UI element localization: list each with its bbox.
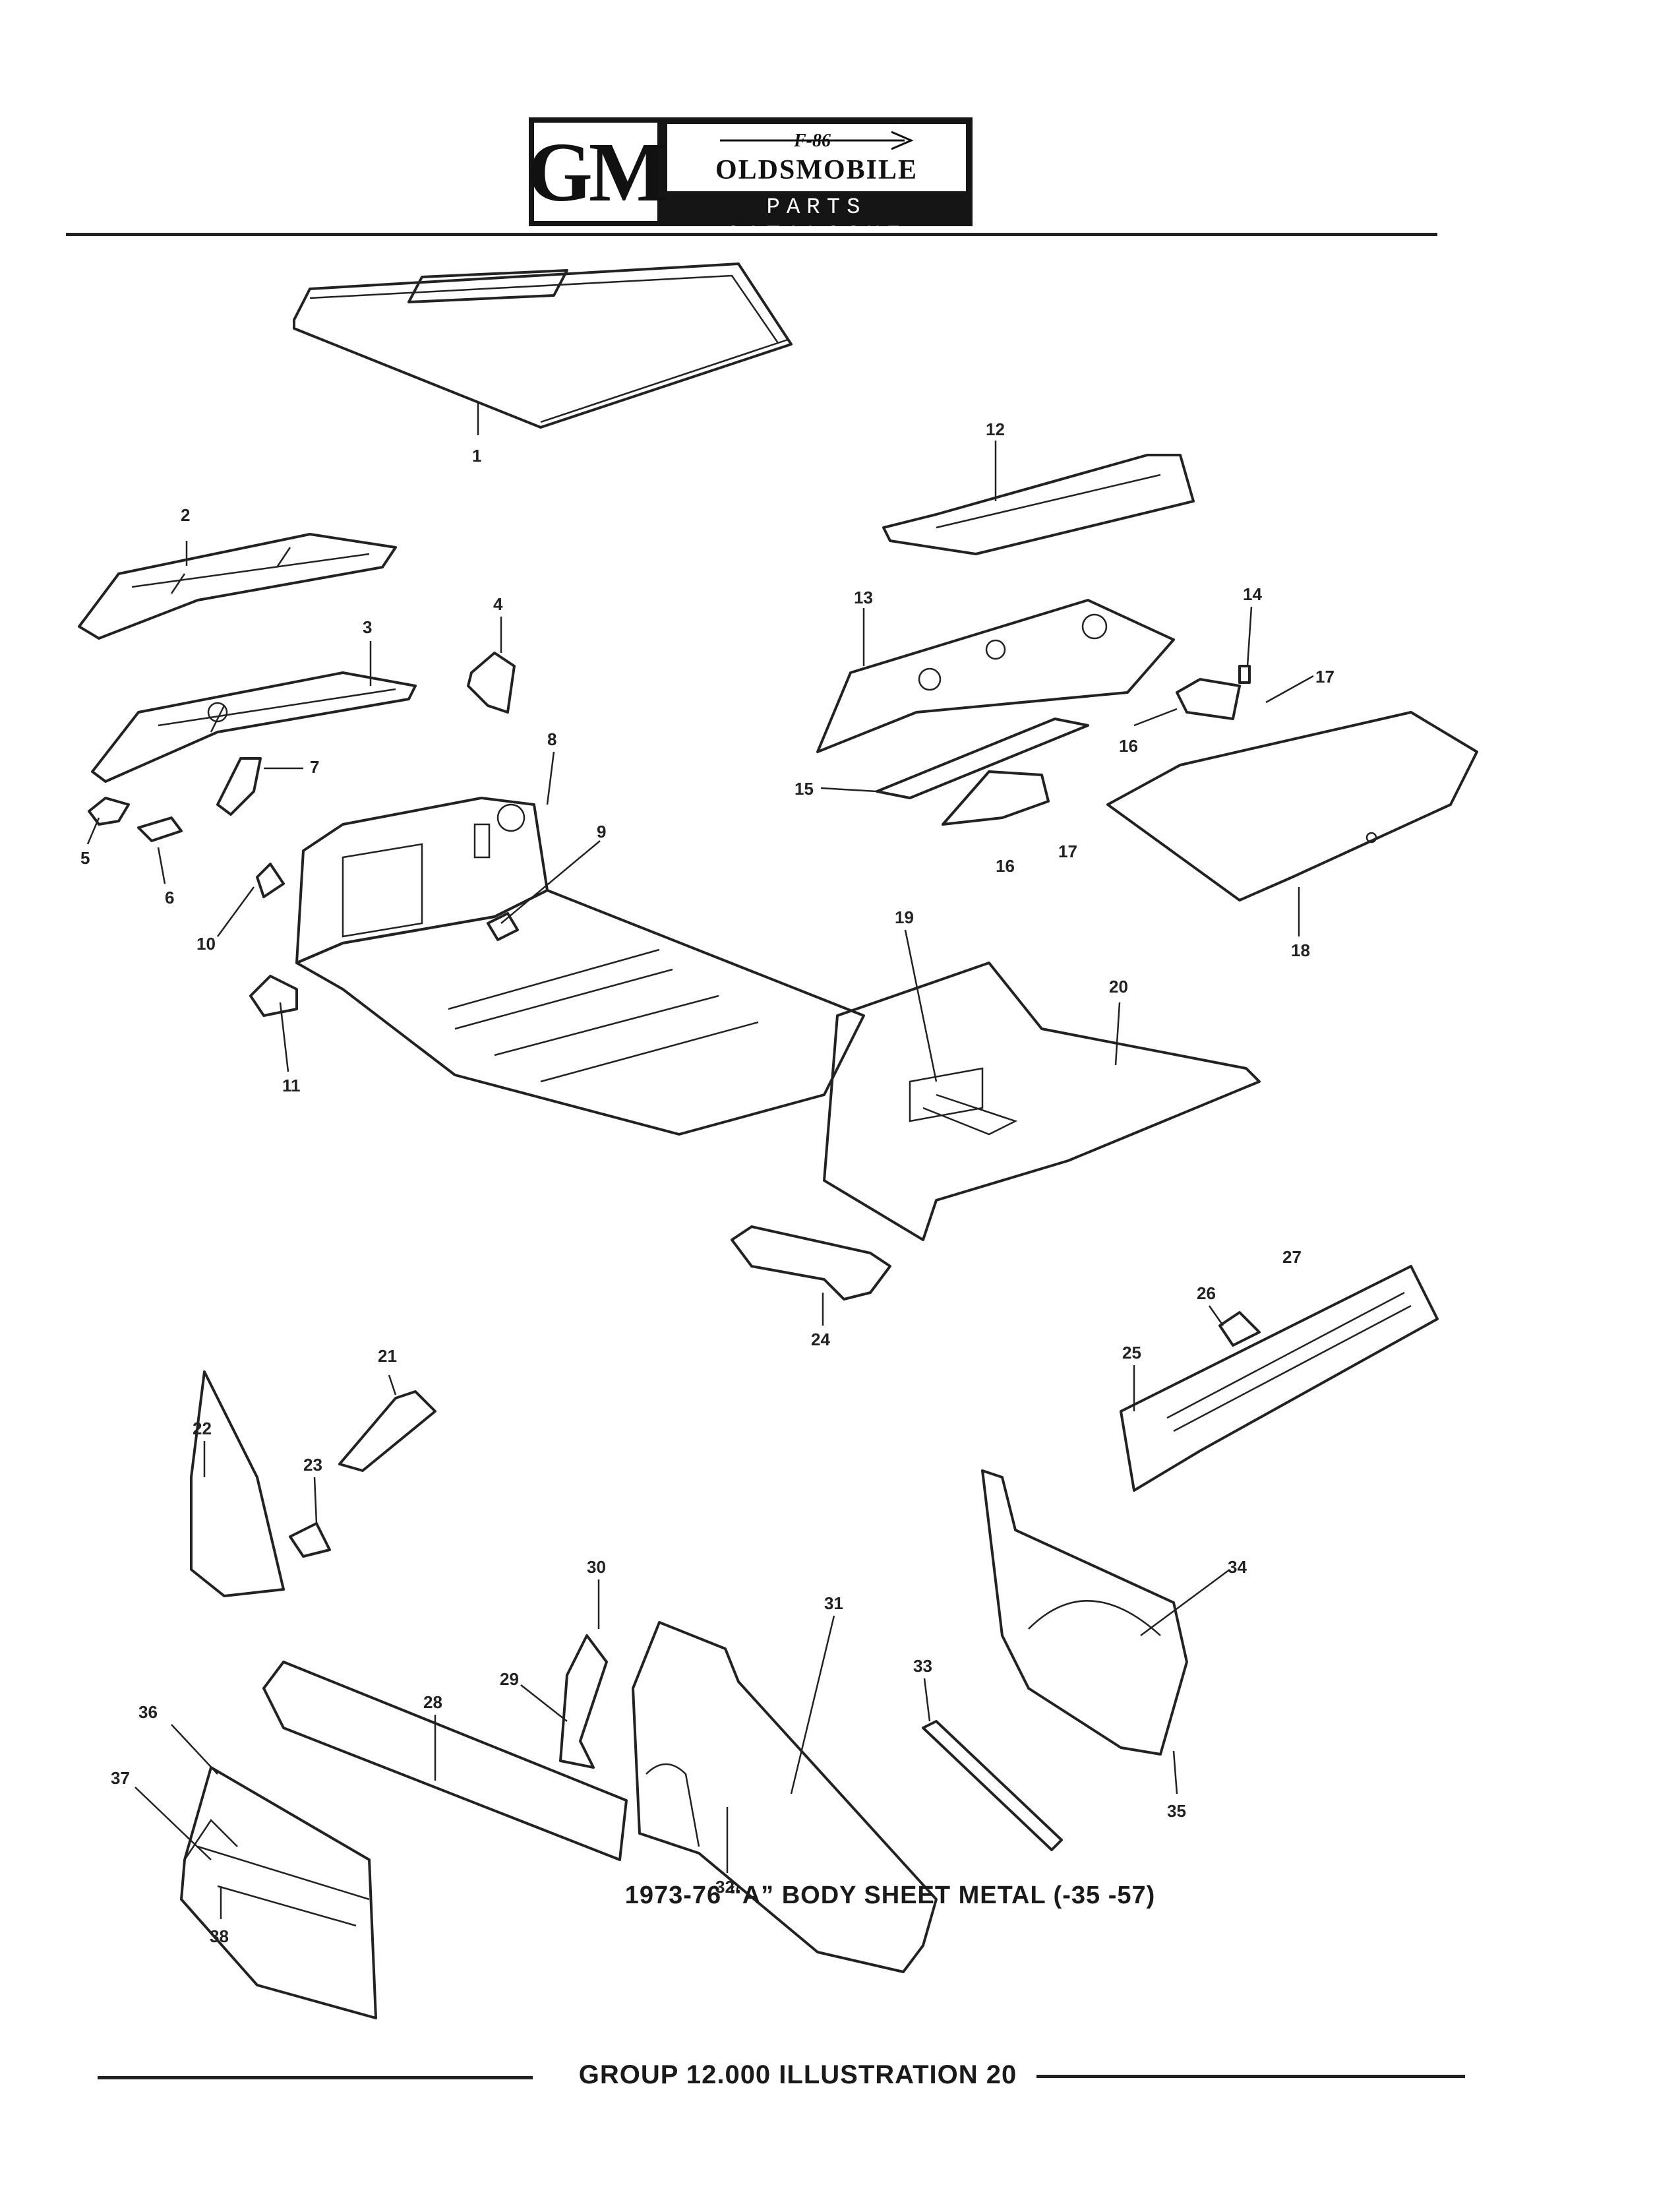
part-bracket-26 [1218, 1311, 1261, 1347]
part-windshield-header [78, 533, 397, 640]
part-front-fender [632, 1621, 938, 1973]
callout-12: 12 [986, 419, 1005, 439]
callout-31: 31 [824, 1593, 843, 1613]
part-reinforcement-24 [731, 1225, 891, 1301]
part-rail-21 [338, 1390, 436, 1472]
part-bracket-5 [88, 797, 130, 826]
gm-logo-letters: GM [527, 123, 669, 221]
leader-lines [86, 402, 1314, 1919]
part-hinge-16a [1176, 678, 1241, 720]
part-bracket-6 [137, 816, 183, 842]
callout-3: 3 [363, 617, 372, 637]
part-bracket-23 [289, 1522, 331, 1558]
part-deck-lid [1106, 711, 1478, 902]
brand-name: OLDSMOBILE [715, 155, 918, 185]
callout-16a: 16 [1119, 736, 1138, 756]
footer-rule-right [1036, 2075, 1465, 2078]
callout-29: 29 [500, 1669, 519, 1689]
part-wheelhouse-34 [981, 1469, 1188, 1756]
callout-33: 33 [913, 1656, 932, 1676]
callout-6: 6 [165, 888, 174, 907]
callout-10: 10 [196, 934, 216, 954]
part-bolt-14 [1238, 665, 1251, 684]
callout-7: 7 [310, 757, 319, 777]
part-door-shell [180, 1766, 377, 2019]
callout-28: 28 [423, 1692, 442, 1712]
part-back-window-panel [882, 454, 1195, 555]
part-rear-floor-pan [823, 962, 1261, 1241]
emblem-text: F-86 [793, 131, 831, 151]
callout-9: 9 [597, 822, 606, 842]
callout-21: 21 [378, 1346, 397, 1366]
callout-37: 37 [111, 1768, 130, 1788]
callout-23: 23 [303, 1455, 322, 1475]
callout-36: 36 [138, 1702, 158, 1722]
callout-38: 38 [210, 1926, 229, 1946]
callout-16b: 16 [996, 856, 1015, 876]
callout-17a: 17 [1315, 667, 1335, 687]
callout-32: 32 [715, 1877, 735, 1897]
header-rule [66, 233, 1437, 236]
callout-18: 18 [1291, 940, 1310, 960]
illustration-caption: 1973-76 “A” BODY SHEET METAL (-35 -57) [624, 1882, 1156, 1909]
callout-2: 2 [181, 505, 190, 525]
callout-24: 24 [811, 1330, 830, 1349]
callout-4: 4 [493, 594, 503, 614]
part-rear-shelf-panel [816, 599, 1175, 753]
part-bracket-4 [467, 652, 516, 714]
callout-26: 26 [1197, 1283, 1216, 1303]
callout-27: 27 [1282, 1247, 1302, 1267]
oldsmobile-badge: F-86 OLDSMOBILE [667, 124, 966, 191]
part-front-floor-pan [295, 889, 865, 1136]
part-spring-15 [876, 718, 1089, 799]
callout-11: 11 [282, 1076, 301, 1095]
callout-22: 22 [193, 1419, 212, 1438]
group-illustration-footer: GROUP 12.000 ILLUSTRATION 20 [578, 2060, 1017, 2089]
callout-35: 35 [1167, 1801, 1186, 1821]
callout-30: 30 [587, 1557, 606, 1577]
part-rocker-panel-28 [262, 1661, 628, 1861]
footer-rule-left [98, 2076, 533, 2079]
callout-20: 20 [1109, 977, 1128, 996]
part-pillar-22 [190, 1370, 285, 1597]
part-seal-33 [922, 1720, 1063, 1851]
callout-19: 19 [895, 907, 914, 927]
part-fender-brace-29 [559, 1634, 608, 1769]
callout-8: 8 [547, 729, 556, 749]
part-bracket-10 [256, 863, 285, 898]
callout-1: 1 [472, 446, 481, 466]
part-bracket-11 [249, 975, 298, 1017]
part-bracket-9 [487, 912, 519, 941]
part-cowl-panel [91, 671, 417, 783]
callout-15: 15 [795, 779, 814, 799]
part-bracket-7 [216, 757, 262, 816]
part-rocker-rail-25 [1120, 1265, 1439, 1492]
callout-34: 34 [1228, 1557, 1247, 1577]
part-dash-panel [295, 797, 549, 964]
callout-14: 14 [1243, 584, 1262, 604]
part-hinge-16b [942, 770, 1050, 826]
callout-25: 25 [1122, 1343, 1141, 1363]
callout-numbers: 1 2 3 4 5 6 7 8 9 10 11 12 13 14 15 16 1… [80, 419, 1335, 1946]
callout-5: 5 [80, 848, 90, 868]
rocket-emblem-icon: F-86 [720, 131, 914, 151]
callout-13: 13 [854, 588, 873, 607]
part-roof-panel [293, 262, 793, 429]
callout-17b: 17 [1058, 842, 1077, 861]
